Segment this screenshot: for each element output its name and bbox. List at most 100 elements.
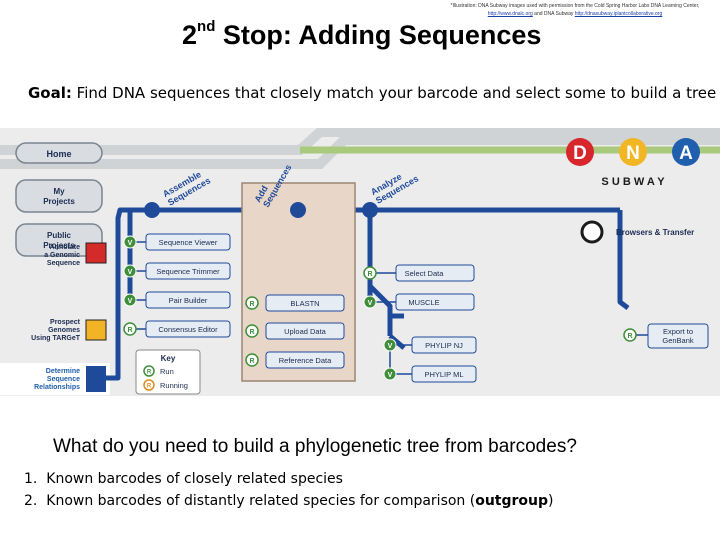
sequence-viewer-label: Sequence Viewer (159, 238, 218, 247)
status-key: Key R Run R Running (135, 349, 201, 395)
answer-bold-term: outgroup (475, 493, 549, 509)
upload-data-button[interactable]: Upload Data (265, 322, 345, 340)
public-projects-label-2: Projects (43, 241, 75, 250)
svg-text:V: V (128, 298, 133, 305)
determine-color-square (86, 366, 106, 392)
prospect-genomes-line[interactable]: Prospect Genomes Using TARGeT (31, 319, 107, 342)
svg-text:V: V (128, 240, 133, 247)
export-label-2: GenBank (662, 336, 694, 345)
running-key-letter: R (147, 384, 152, 390)
r-badge-icon: R (245, 353, 259, 367)
v-badge-icon: V (123, 235, 137, 249)
v-badge-icon: V (383, 338, 397, 352)
prospect-color-square (85, 319, 107, 341)
r-badges: R R R R R R (123, 266, 637, 367)
phylip-nj-label: PHYLIP NJ (425, 341, 463, 350)
sequence-trimmer-button[interactable]: Sequence Trimmer (145, 262, 231, 280)
prospect-label-1: Prospect (50, 319, 81, 326)
upload-data-label: Upload Data (284, 327, 327, 336)
image-credit: *Illustration: DNA Subway images used wi… (440, 2, 710, 18)
key-title: Key (161, 354, 176, 363)
r-badge-icon: R (123, 322, 137, 336)
public-projects-button[interactable]: Public Projects (15, 223, 103, 257)
add-station[interactable] (290, 202, 306, 218)
answer-item: 2. Known barcodes of distantly related s… (24, 490, 554, 512)
reference-data-button[interactable]: Reference Data (265, 351, 345, 369)
determine-relationships-line[interactable]: Determine Sequence Relationships (0, 363, 110, 395)
logo-circle-n (619, 138, 647, 166)
running-key-label: Running (160, 381, 188, 390)
phylip-nj-button[interactable]: PHYLIP NJ (411, 336, 477, 354)
my-projects-label-1: My (53, 187, 65, 196)
muscle-button[interactable]: MUSCLE (395, 293, 475, 311)
phylip-ml-button[interactable]: PHYLIP ML (411, 365, 477, 383)
dna-subway-map: Home My Projects Public Projects Annotat… (0, 128, 720, 396)
credit-line: *Illustration: DNA Subway images used wi… (450, 3, 700, 9)
logo-letter-d: D (573, 143, 587, 164)
svg-text:R: R (249, 358, 254, 365)
title-ordinal: nd (197, 18, 216, 35)
svg-text:V: V (388, 372, 393, 379)
r-badge-icon: R (245, 324, 259, 338)
my-projects-button[interactable]: My Projects (15, 179, 103, 213)
v-badge-icon: V (123, 264, 137, 278)
question-text: What do you need to build a phylogenetic… (53, 436, 577, 457)
blastn-button[interactable]: BLASTN (265, 294, 345, 312)
browsers-station[interactable] (580, 220, 604, 244)
run-key-label: Run (160, 367, 174, 376)
credit-link-subway[interactable]: http://dnasubway.iplantcollaborative.org (574, 11, 663, 17)
home-label: Home (46, 149, 71, 159)
annotate-label-3: Sequence (47, 260, 80, 267)
slide-title: 2nd Stop: Adding Sequences (182, 18, 542, 51)
assemble-services: Sequence Viewer Sequence Trimmer Pair Bu… (145, 233, 231, 338)
consensus-editor-button[interactable]: Consensus Editor (145, 320, 231, 338)
determine-label-1: Determine (46, 368, 80, 375)
select-data-label: Select Data (405, 269, 445, 278)
svg-text:R: R (127, 327, 132, 334)
credit-link-dnalc[interactable]: http://www.dnalc.org (487, 11, 533, 17)
svg-text:R: R (367, 271, 372, 278)
svg-text:R: R (627, 333, 632, 340)
svg-text:R: R (249, 329, 254, 336)
select-data-button[interactable]: Select Data (395, 264, 475, 282)
annotate-label-1: Annotate (50, 244, 80, 251)
answer-list: 1. Known barcodes of closely related spe… (24, 468, 554, 512)
v-badges: V V V V V V (123, 235, 397, 381)
answer-text: Known barcodes of closely related specie… (46, 471, 343, 487)
goal-statement: Goal: Find DNA sequences that closely ma… (28, 84, 716, 102)
determine-label-2: Sequence (47, 376, 80, 383)
answer-number: 2. (24, 493, 38, 509)
reference-data-label: Reference Data (279, 356, 332, 365)
phylip-ml-label: PHYLIP ML (424, 370, 463, 379)
title-number: 2 (182, 20, 198, 50)
blastn-label: BLASTN (290, 299, 319, 308)
title-text: Stop: Adding Sequences (222, 20, 542, 50)
sequence-viewer-button[interactable]: Sequence Viewer (145, 233, 231, 251)
browsers-transfer-label[interactable]: Browsers & Transfer (616, 228, 694, 237)
v-badge-icon: V (363, 295, 377, 309)
logo-letter-n: N (626, 143, 640, 164)
logo-subway-word: S U B W A Y (601, 176, 665, 188)
svg-text:V: V (368, 300, 373, 307)
export-genbank-button[interactable]: Export to GenBank (647, 323, 709, 349)
v-badge-icon: V (383, 367, 397, 381)
logo-circle-a (672, 138, 700, 166)
answer-tail: ) (548, 493, 554, 509)
analyze-station[interactable] (362, 202, 378, 218)
svg-text:R: R (249, 301, 254, 308)
home-button[interactable]: Home (15, 142, 103, 164)
annotate-genome-line[interactable]: Annotate a Genomic Sequence (44, 242, 107, 267)
run-key-letter: R (147, 370, 152, 376)
analyze-services: Select Data MUSCLE (395, 264, 475, 311)
goal-text: Find DNA sequences that closely match yo… (71, 84, 717, 102)
assemble-station[interactable] (144, 202, 160, 218)
answer-text: Known barcodes of distantly related spec… (46, 493, 476, 509)
answer-item: 1. Known barcodes of closely related spe… (24, 468, 554, 490)
r-badge-icon: R (245, 296, 259, 310)
add-services: BLASTN Upload Data Reference Data (265, 294, 345, 369)
dna-subway-logo: D N A S U B W A Y (566, 138, 700, 188)
svg-text:V: V (388, 343, 393, 350)
pair-builder-button[interactable]: Pair Builder (145, 291, 231, 309)
logo-circle-d (566, 138, 594, 166)
svg-text:V: V (128, 269, 133, 276)
